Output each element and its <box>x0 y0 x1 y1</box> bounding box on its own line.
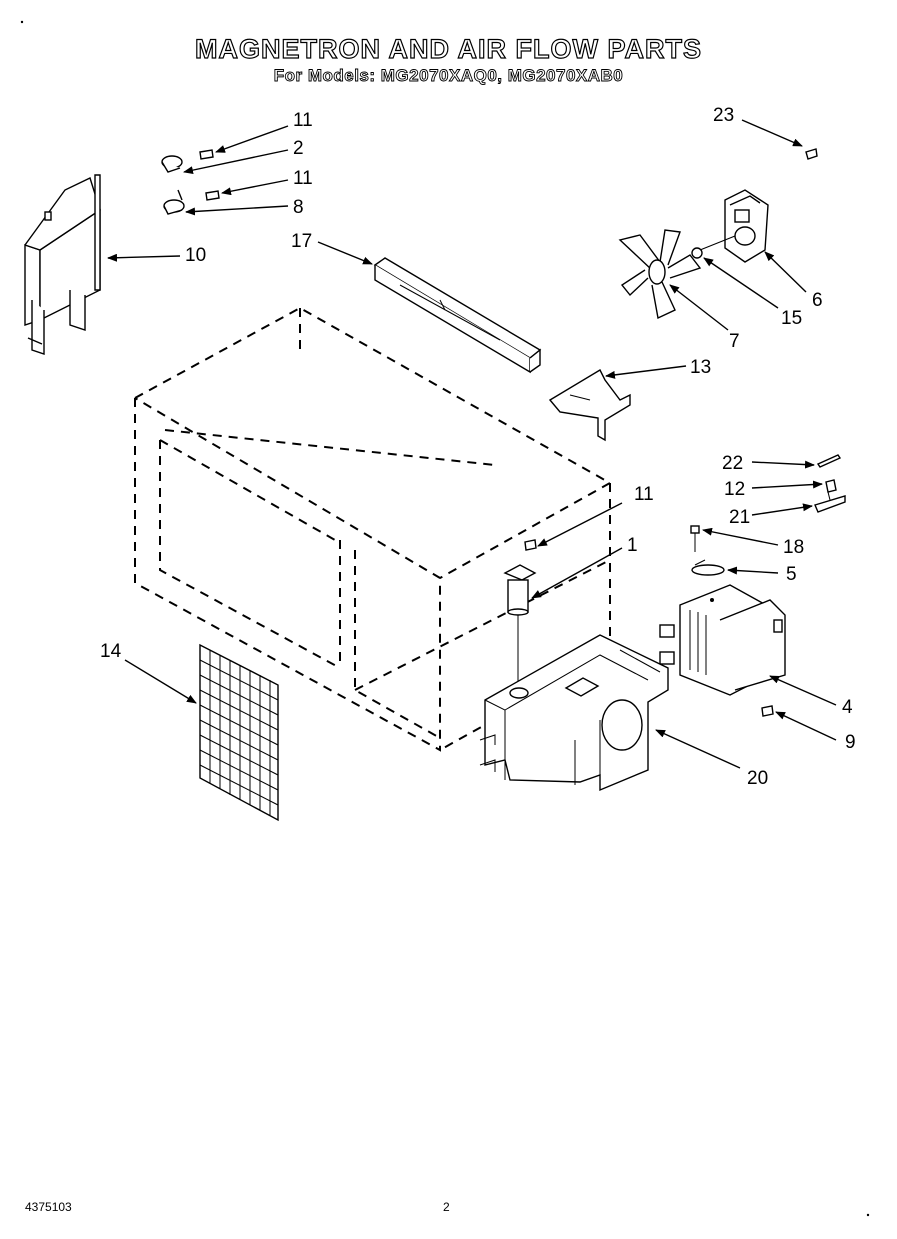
part-11-screw-a <box>199 149 214 160</box>
callout-11-mid: 11 <box>293 168 313 189</box>
callout-10: 10 <box>185 245 206 266</box>
callout-11-center: 11 <box>634 484 654 505</box>
callout-2: 2 <box>293 138 304 159</box>
part-15-nut <box>691 247 703 259</box>
part-20-air-guide <box>479 634 669 792</box>
part-11-screw-c <box>524 539 537 551</box>
part-2-thermal-cutout <box>161 155 183 173</box>
part-7-fan-blade <box>618 229 702 320</box>
callout-13: 13 <box>690 357 711 378</box>
part-1-thermal-fuse <box>503 564 537 690</box>
callout-11-top: 11 <box>293 110 313 131</box>
part-5-clamp <box>691 559 725 576</box>
part-17-air-duct <box>373 257 542 374</box>
page-number: 2 <box>443 1200 450 1214</box>
callout-14: 14 <box>100 641 122 662</box>
callout-7: 7 <box>729 331 740 352</box>
callout-21: 21 <box>729 507 750 528</box>
part-23-screw <box>805 148 818 160</box>
corner-marks <box>20 20 870 1217</box>
part-11-screw-b <box>205 190 220 201</box>
part-8-thermal-cutout <box>163 189 185 215</box>
part-13-baffle <box>548 369 631 442</box>
callout-17: 17 <box>291 231 312 252</box>
part-12-screw <box>825 479 837 493</box>
diagram-title: MAGNETRON AND AIR FLOW PARTS <box>194 33 702 64</box>
callout-8: 8 <box>293 197 304 218</box>
cabinet-outline <box>134 306 613 752</box>
callout-1: 1 <box>627 535 638 556</box>
part-9-screw <box>761 705 774 717</box>
callout-15: 15 <box>781 308 802 329</box>
callout-labels: 11 2 11 8 10 17 23 6 15 7 13 22 12 21 18… <box>100 105 856 789</box>
callout-22: 22 <box>722 453 743 474</box>
callout-6: 6 <box>812 290 823 311</box>
callout-20: 20 <box>747 768 768 789</box>
leader-lines <box>107 119 837 769</box>
callout-5: 5 <box>786 564 797 585</box>
callout-18: 18 <box>783 537 804 558</box>
callout-12: 12 <box>724 479 745 500</box>
callout-4: 4 <box>842 697 853 718</box>
part-18-screw <box>690 525 700 552</box>
callout-23: 23 <box>713 105 734 126</box>
models-subtitle: For Models: MG2070XAQ0, MG2070XAB0 <box>273 66 624 86</box>
callout-9: 9 <box>845 732 856 753</box>
document-number: 4375103 <box>25 1200 72 1214</box>
part-21-clip <box>814 491 846 513</box>
part-4-magnetron <box>659 584 786 696</box>
part-10-bracket <box>24 174 101 355</box>
part-22-rod <box>816 454 842 468</box>
part-14-grille <box>199 643 279 822</box>
part-6-fan-motor <box>699 189 769 263</box>
